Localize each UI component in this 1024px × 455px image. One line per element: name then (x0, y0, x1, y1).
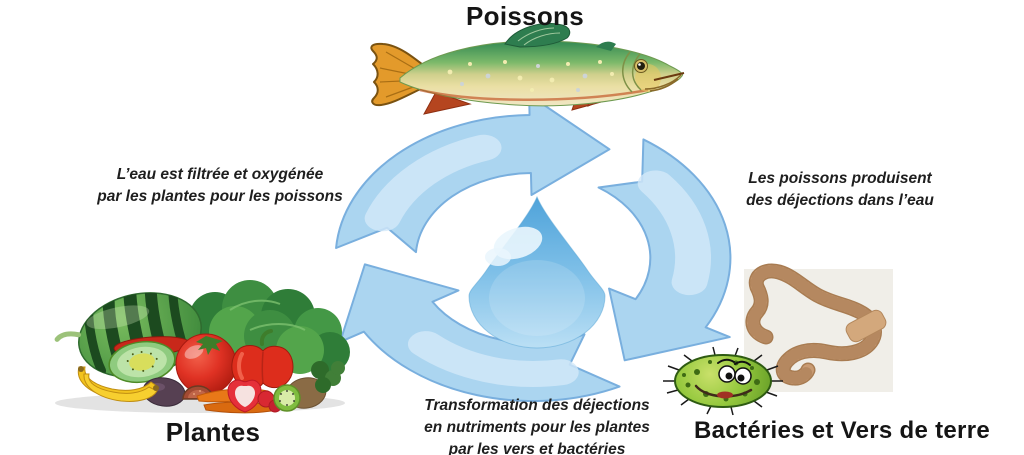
annotation-line: Les poissons produisent (748, 170, 932, 187)
tomato (175, 333, 237, 395)
herbs (311, 361, 345, 393)
annotation-line: L’eau est filtrée et oxygénée (116, 166, 324, 183)
banana (77, 366, 159, 402)
fish-eye (634, 59, 648, 73)
annotation-transformation: Transformation des déjections en nutrime… (410, 395, 664, 455)
cycle-arrow-right (502, 137, 826, 387)
fish-illustration (370, 23, 685, 115)
vegetables-illustration (54, 280, 350, 414)
annotation-line: des déjections dans l’eau (746, 192, 934, 209)
earthworm-clitellum (845, 309, 887, 343)
cucumber-slice (108, 340, 176, 384)
fish-tail (370, 42, 433, 107)
plantes-label: Plantes (165, 417, 261, 447)
annotation-filtration: L’eau est filtrée et oxygénée par les pl… (92, 164, 348, 208)
fish-dorsal-fin (504, 23, 571, 48)
annotation-line: par les plantes pour les poissons (97, 188, 343, 205)
watermelon-stem (54, 331, 82, 342)
bacteria-face (694, 358, 753, 399)
annotation-line: par les vers et bactéries (448, 441, 626, 455)
bacteria-spikes (663, 346, 783, 416)
fish-speckles (447, 60, 614, 92)
cycle-arrows (300, 95, 826, 455)
poissons-label: Poissons (466, 1, 584, 31)
annotation-dejections: Les poissons produisent des déjections d… (725, 168, 955, 212)
annotation-line: Transformation des déjections (424, 397, 650, 414)
water-drop-icon (468, 195, 606, 349)
cycle-arrow-top (336, 95, 609, 252)
bell-pepper (231, 329, 294, 389)
bacteries-vers-label: Bactéries et Vers de terre (694, 417, 990, 444)
annotation-line: en nutriments pour les plantes (424, 419, 650, 436)
bacteria-illustration (663, 346, 783, 416)
